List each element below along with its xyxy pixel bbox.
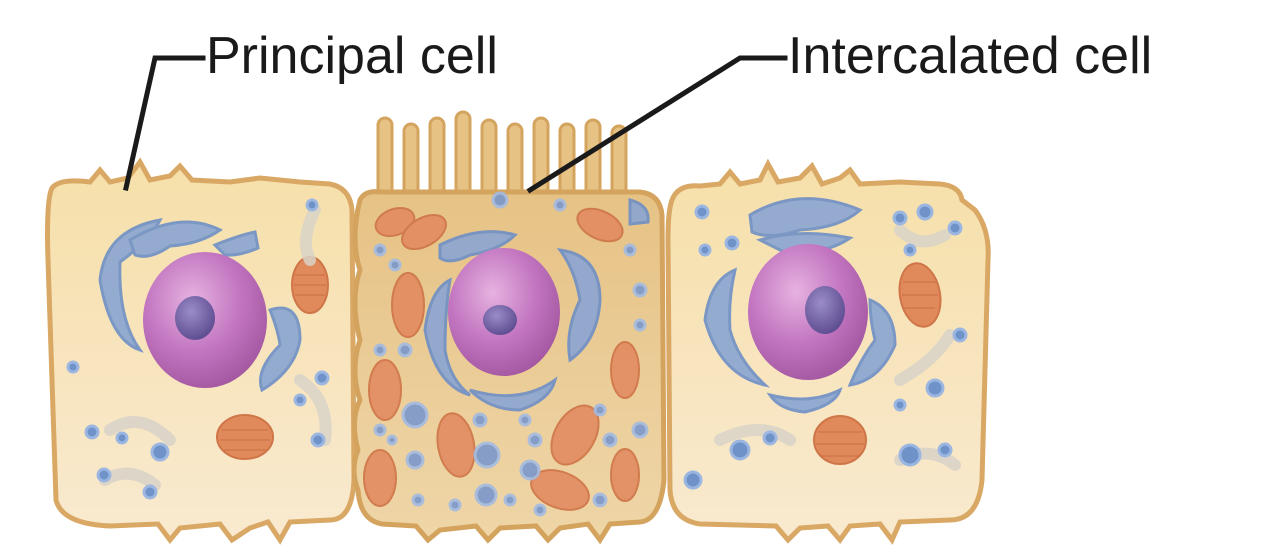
principal-cell-right xyxy=(665,158,991,545)
leader-lines xyxy=(123,55,788,194)
nucleolus xyxy=(175,296,215,340)
nucleolus xyxy=(483,305,517,335)
nucleolus xyxy=(805,286,845,334)
principal-cell-label: Principal cell xyxy=(206,27,498,85)
principal-cell-left xyxy=(45,157,357,545)
intercalated-cell xyxy=(351,110,667,545)
intercalated-leader-line xyxy=(526,55,788,194)
principal-leader-line xyxy=(123,55,206,191)
intercalated-cell-label: Intercalated cell xyxy=(788,27,1153,85)
